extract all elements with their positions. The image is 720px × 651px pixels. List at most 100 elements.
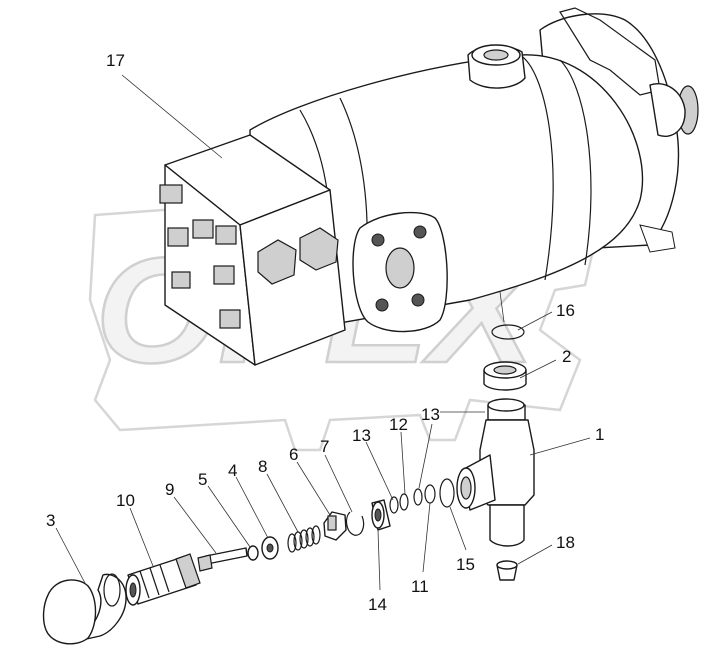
leader-14 — [377, 529, 381, 591]
leader-15 — [449, 506, 467, 551]
callout-3: 3 — [46, 511, 55, 530]
housing-band-2 — [559, 59, 592, 266]
leader-8 — [266, 473, 299, 533]
spring-coil — [299, 529, 309, 549]
cap-strap — [81, 573, 127, 641]
housing-band-1 — [519, 54, 554, 281]
flange-bolt — [375, 298, 389, 312]
spring-coil — [287, 533, 297, 553]
screw-hex — [175, 553, 201, 589]
part-14-seat — [371, 499, 391, 531]
bolt-head — [159, 184, 183, 204]
bolt-head — [299, 227, 339, 271]
callout-7: 7 — [320, 437, 329, 456]
bolt-head — [219, 309, 241, 329]
leader-4 — [235, 476, 269, 539]
hydraulic-motor-assembly — [159, 7, 699, 366]
part-12-ring — [399, 493, 409, 511]
part-6-poppet — [323, 511, 347, 541]
cap-top — [496, 560, 518, 570]
seat-bore — [374, 508, 382, 522]
part-18-cap — [496, 560, 518, 581]
spring-coil — [311, 525, 321, 545]
bolt-head — [213, 265, 235, 285]
leader-5 — [207, 485, 251, 548]
flange-port — [385, 247, 415, 289]
flange-notch — [639, 224, 676, 253]
leader-11 — [422, 502, 431, 573]
part-3-cap — [42, 573, 127, 645]
callout-labels: 17 16 2 1 13 12 13 7 6 8 4 5 9 10 3 14 1… — [46, 51, 604, 614]
leader-2 — [519, 359, 557, 379]
leader-13c — [418, 423, 433, 489]
part-7-snap-ring — [345, 511, 365, 536]
leader-10 — [129, 507, 154, 567]
bolt-head — [257, 239, 297, 285]
bolt-head — [167, 227, 189, 247]
leader-18 — [517, 544, 553, 565]
callout-13a: 13 — [352, 426, 371, 445]
leader-16 — [517, 311, 553, 331]
flange-bolt — [371, 233, 385, 247]
callout-18: 18 — [556, 533, 575, 552]
callout-14: 14 — [368, 595, 387, 614]
thread-line — [139, 570, 150, 599]
thread-line — [149, 567, 160, 596]
callout-16: 16 — [556, 301, 575, 320]
leader-9 — [173, 496, 217, 554]
part-10-screw-body — [125, 553, 201, 606]
part-4-washer — [261, 536, 279, 560]
tee-top-face — [487, 398, 525, 412]
leader-1 — [529, 437, 591, 456]
motor-housing — [249, 54, 644, 331]
callout-4: 4 — [228, 461, 237, 480]
nut-bore — [493, 365, 517, 375]
part-5-small-washer — [247, 545, 259, 561]
flange-bolt — [413, 225, 427, 239]
tee-bottom-stub — [489, 504, 525, 547]
callout-10: 10 — [116, 491, 135, 510]
callout-6: 6 — [289, 445, 298, 464]
callout-15: 15 — [456, 555, 475, 574]
part-15-o-ring — [439, 478, 455, 508]
leader-12 — [400, 431, 406, 495]
flange-boss — [649, 83, 686, 137]
thread-line — [159, 564, 170, 593]
flange-bolt — [411, 293, 425, 307]
screw-bore — [129, 582, 137, 598]
leader-hydraulic — [499, 291, 505, 323]
block-bolts — [159, 184, 339, 329]
washer-hole — [266, 543, 274, 553]
top-port-hole — [483, 49, 509, 61]
spring-coil — [305, 527, 315, 547]
poppet-slot — [327, 515, 337, 531]
pin-shaft — [205, 547, 248, 565]
bolt-head — [215, 225, 237, 245]
part-13-ring — [389, 496, 399, 514]
leader-3 — [55, 527, 87, 586]
callout-1: 1 — [595, 425, 604, 444]
part-16-o-ring — [491, 324, 525, 340]
leader-17 — [121, 74, 223, 159]
part-9-pin — [197, 547, 248, 572]
cap-strap-ring — [103, 573, 121, 607]
callout-13b: 13 — [421, 405, 440, 424]
callout-9: 9 — [165, 480, 174, 499]
bolt-head — [171, 271, 191, 289]
callout-12: 12 — [389, 415, 408, 434]
bolt-head — [192, 219, 214, 239]
callout-2: 2 — [562, 347, 571, 366]
part-1-tee-fitting — [456, 398, 535, 547]
leader-13a — [365, 441, 394, 501]
part-8-spring — [287, 525, 321, 553]
tee-side-bore — [460, 476, 472, 500]
callout-5: 5 — [198, 470, 207, 489]
leader-6 — [296, 461, 331, 516]
callout-17: 17 — [106, 51, 125, 70]
part-11-ring — [424, 484, 436, 504]
part-13-ring — [413, 488, 423, 506]
cap-dome — [42, 579, 97, 645]
leader-7 — [324, 454, 353, 513]
leader-lines — [55, 74, 591, 591]
